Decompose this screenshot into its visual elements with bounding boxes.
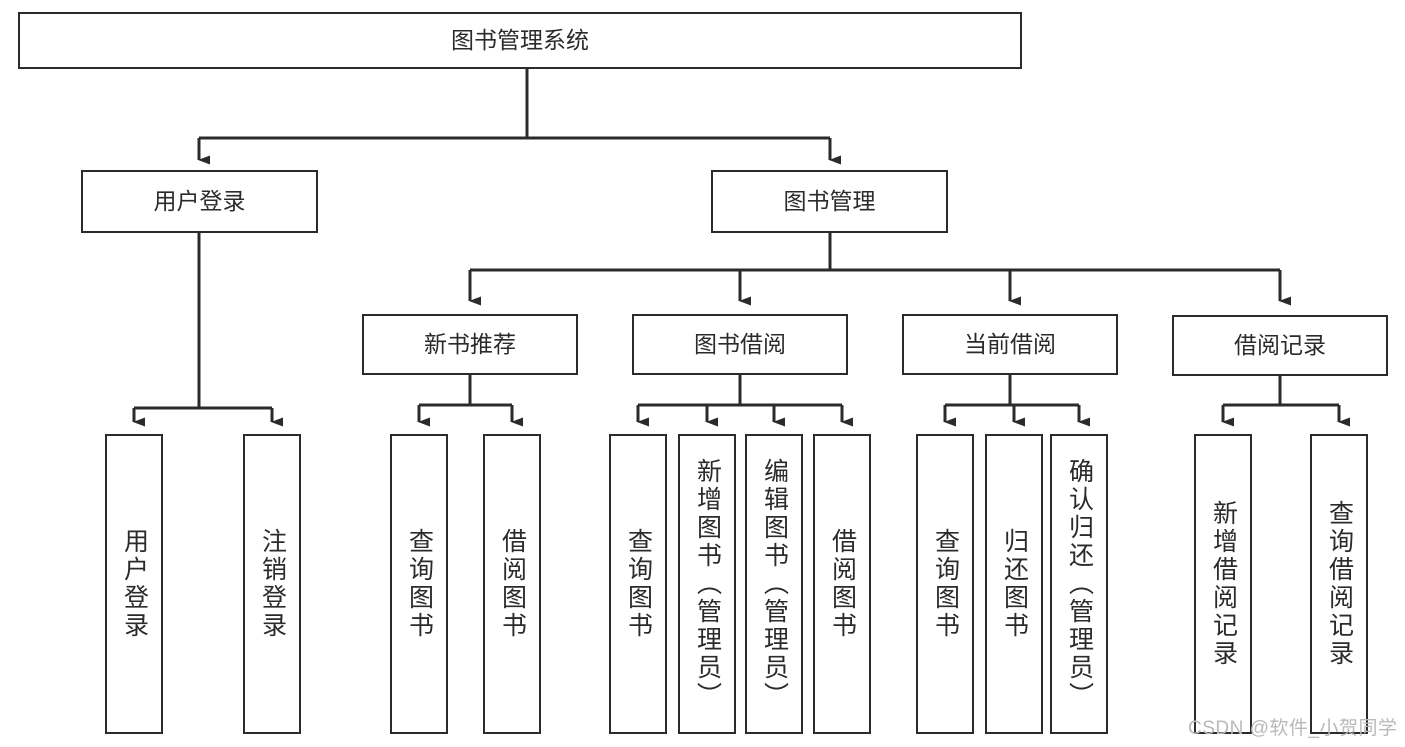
node-leaf-edit-book-admin[interactable]: 编辑图书（管理员） bbox=[745, 434, 803, 734]
node-label: 确认归还（管理员） bbox=[1065, 458, 1094, 710]
node-book-management[interactable]: 图书管理 bbox=[711, 170, 948, 233]
node-leaf-query-book-borrow[interactable]: 查询图书 bbox=[609, 434, 667, 734]
node-label: 当前借阅 bbox=[964, 330, 1056, 357]
node-label: 查询图书 bbox=[624, 528, 653, 640]
node-leaf-borrow-book-recommend[interactable]: 借阅图书 bbox=[483, 434, 541, 734]
node-label: 借阅图书 bbox=[828, 528, 857, 640]
node-leaf-add-borrow-record[interactable]: 新增借阅记录 bbox=[1194, 434, 1252, 734]
node-current-borrow[interactable]: 当前借阅 bbox=[902, 314, 1118, 375]
node-label: 图书管理 bbox=[783, 187, 876, 214]
node-label: 查询图书 bbox=[931, 528, 960, 640]
node-leaf-user-login[interactable]: 用户登录 bbox=[105, 434, 163, 734]
node-label: 新书推荐 bbox=[424, 330, 516, 357]
node-book-borrow[interactable]: 图书借阅 bbox=[632, 314, 848, 375]
node-label: 图书借阅 bbox=[694, 330, 786, 357]
node-label: 借阅记录 bbox=[1234, 331, 1326, 358]
node-label: 注销登录 bbox=[258, 528, 287, 640]
node-user-login[interactable]: 用户登录 bbox=[81, 170, 318, 233]
node-leaf-borrow-book-borrow[interactable]: 借阅图书 bbox=[813, 434, 871, 734]
node-borrow-record[interactable]: 借阅记录 bbox=[1172, 315, 1388, 376]
node-leaf-logout-login[interactable]: 注销登录 bbox=[243, 434, 301, 734]
node-label: 新增借阅记录 bbox=[1209, 500, 1238, 668]
node-leaf-confirm-return-admin[interactable]: 确认归还（管理员） bbox=[1050, 434, 1108, 734]
node-label: 查询借阅记录 bbox=[1325, 500, 1354, 668]
node-label: 新增图书（管理员） bbox=[693, 458, 722, 710]
node-label: 用户登录 bbox=[120, 528, 149, 640]
watermark-text: CSDN @软件_小贺同学 bbox=[1188, 718, 1398, 739]
node-leaf-query-borrow-record[interactable]: 查询借阅记录 bbox=[1310, 434, 1368, 734]
node-label: 查询图书 bbox=[405, 528, 434, 640]
node-label: 编辑图书（管理员） bbox=[760, 458, 789, 710]
node-leaf-query-book-current[interactable]: 查询图书 bbox=[916, 434, 974, 734]
node-label: 借阅图书 bbox=[498, 528, 527, 640]
node-leaf-return-book[interactable]: 归还图书 bbox=[985, 434, 1043, 734]
node-label: 归还图书 bbox=[1000, 528, 1029, 640]
node-leaf-add-book-admin[interactable]: 新增图书（管理员） bbox=[678, 434, 736, 734]
node-label: 图书管理系统 bbox=[451, 26, 589, 53]
node-root-book-management-system[interactable]: 图书管理系统 bbox=[18, 12, 1022, 69]
node-label: 用户登录 bbox=[153, 187, 246, 214]
node-leaf-query-book-recommend[interactable]: 查询图书 bbox=[390, 434, 448, 734]
node-new-book-recommend[interactable]: 新书推荐 bbox=[362, 314, 578, 375]
